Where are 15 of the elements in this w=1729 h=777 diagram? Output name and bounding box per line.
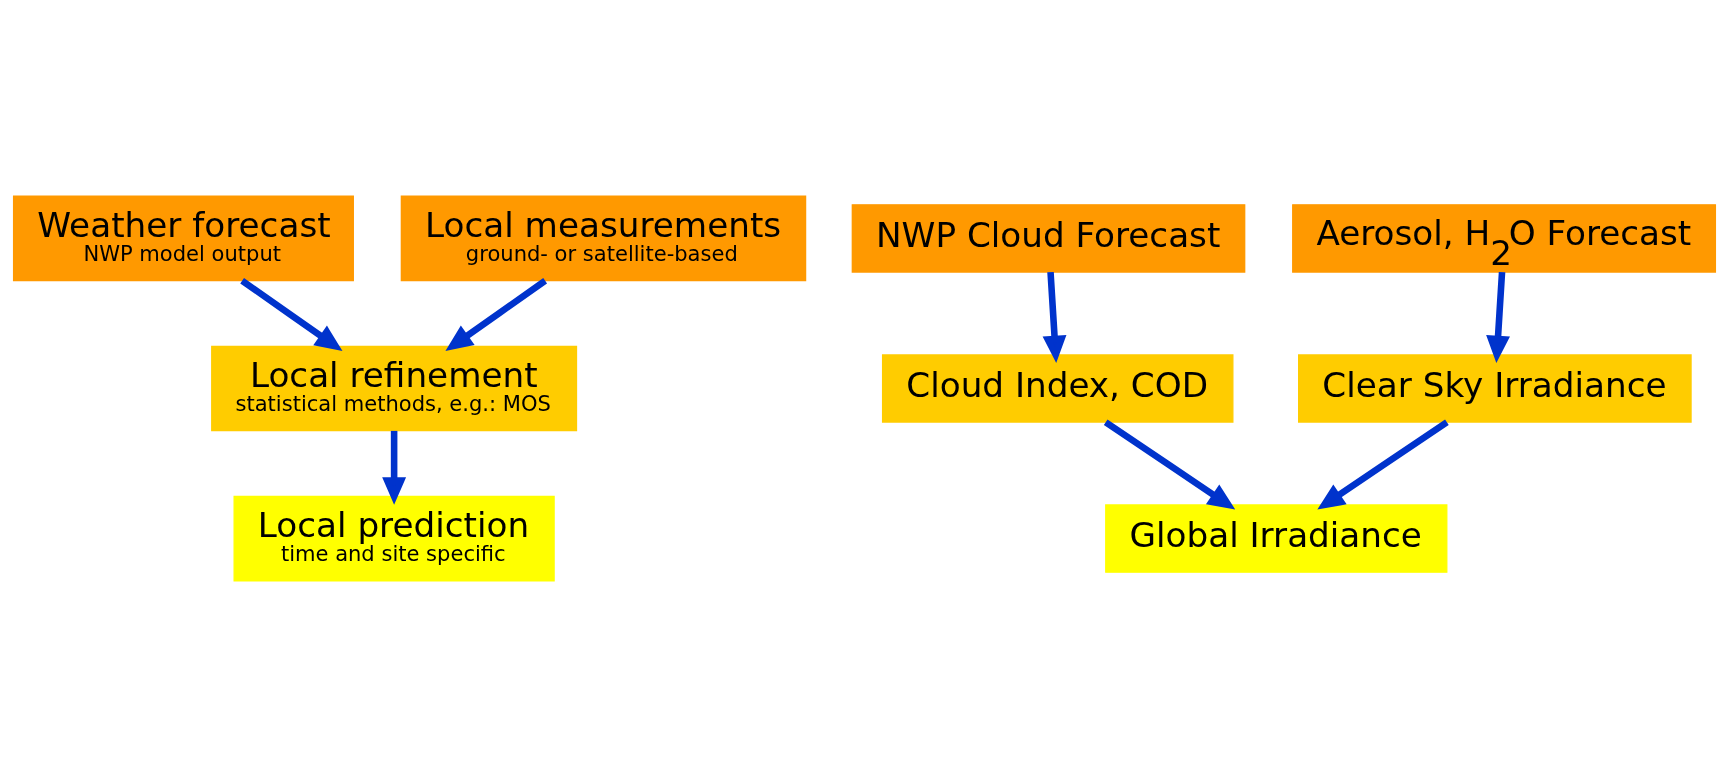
node-box: Cloud Index, COD <box>881 354 1234 423</box>
arrow <box>1103 419 1236 510</box>
node-box: Global Irradiance <box>1105 504 1448 573</box>
arrow <box>1042 271 1067 364</box>
node-box: Local measurements ground- or satellite-based <box>400 195 807 282</box>
node-box: Weather forecast NWP model output <box>12 195 354 282</box>
node-box: Clear Sky Irradiance <box>1298 354 1692 423</box>
node-box: Local refinement statistical methods, e.g.: MOS <box>211 345 578 432</box>
arrow <box>1486 271 1510 364</box>
node-box: NWP Cloud Forecast <box>851 204 1246 273</box>
arrow <box>1317 419 1449 510</box>
arrow <box>382 430 407 505</box>
node-box: Local prediction time and site specific <box>233 495 555 582</box>
arrow <box>445 278 548 352</box>
arrow <box>240 278 343 352</box>
